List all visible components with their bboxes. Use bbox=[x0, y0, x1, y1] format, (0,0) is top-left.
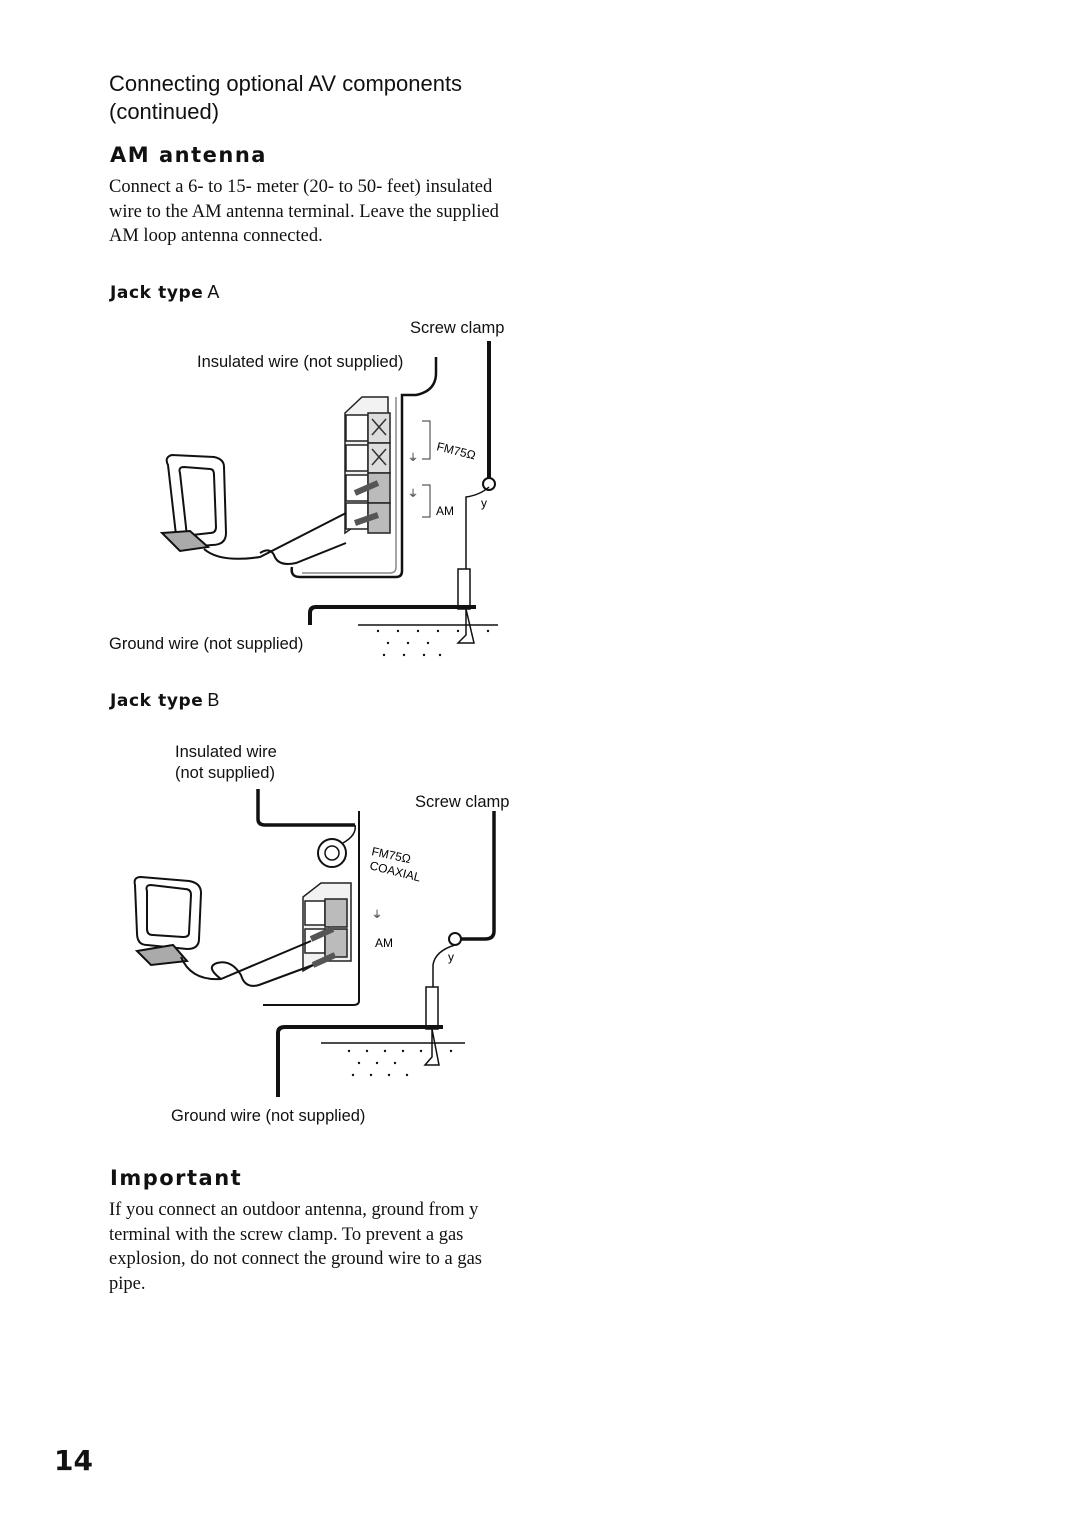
jack-a-loop-antenna-icon bbox=[159, 453, 228, 553]
jack-a-ground-rod-icon bbox=[457, 568, 471, 610]
jack-a-earth-dots bbox=[376, 629, 490, 657]
jack-a-fm-terminal-label: FM75Ω bbox=[435, 439, 477, 462]
important-text: If you connect an outdoor antenna, groun… bbox=[109, 1200, 482, 1295]
jack-a-insulated-wire-label: Insulated wire (not supplied) bbox=[197, 353, 404, 371]
jack-a-ground-terminal-icon bbox=[482, 477, 496, 491]
section-title: Connecting optional AV components (conti… bbox=[109, 71, 463, 124]
jack-b-fm-coaxial-jack-icon bbox=[317, 838, 347, 868]
jack-a-terminal-block-icon bbox=[344, 396, 391, 535]
jack-b-ground-symbol: y bbox=[448, 950, 454, 964]
jack-b-diagram: FM75Ω COAXIAL ⏚ AM y bbox=[133, 789, 496, 1097]
jack-a-ground-wire-label: Ground wire (not supplied) bbox=[109, 635, 304, 653]
jack-type-a-title: Jack type bbox=[110, 283, 204, 303]
jack-b-earth-dots bbox=[347, 1049, 453, 1077]
jack-b-screw-clamp-label: Screw clamp bbox=[415, 793, 510, 811]
jack-b-loop-antenna-icon bbox=[133, 875, 203, 967]
jack-b-insulated-wire-label-line2: (not supplied) bbox=[175, 764, 275, 782]
important-heading: Important bbox=[110, 1166, 243, 1190]
svg-text:⏚: ⏚ bbox=[408, 452, 418, 464]
am-antenna-heading: AM antenna bbox=[110, 143, 267, 167]
jack-type-b-letter: B bbox=[207, 690, 221, 710]
svg-text:⏚: ⏚ bbox=[408, 488, 418, 500]
jack-a-am-terminal-label: AM bbox=[436, 504, 454, 518]
jack-a-diagram: FM75Ω AM ⏚ ⏚ y bbox=[159, 341, 498, 657]
jack-b-insulated-wire-label-line1: Insulated wire bbox=[175, 743, 277, 761]
jack-a-screw-clamp-label: Screw clamp bbox=[410, 319, 505, 337]
jack-a-ground-symbol: y bbox=[481, 496, 487, 510]
jack-type-a-letter: A bbox=[207, 282, 221, 302]
jack-b-terminal-block-icon bbox=[302, 882, 352, 973]
jack-b-ground-rod-icon bbox=[425, 986, 439, 1030]
jack-b-ground-terminal-icon bbox=[448, 932, 462, 946]
jack-b-ground-wire-label: Ground wire (not supplied) bbox=[171, 1107, 366, 1125]
am-antenna-description: Connect a 6- to 15- meter (20- to 50- fe… bbox=[109, 177, 499, 247]
jack-b-am-terminal-label: AM bbox=[375, 936, 393, 950]
svg-text:⏚: ⏚ bbox=[372, 909, 382, 921]
jack-type-b-title: Jack type bbox=[110, 691, 204, 711]
page-number: 14 bbox=[54, 1444, 93, 1477]
